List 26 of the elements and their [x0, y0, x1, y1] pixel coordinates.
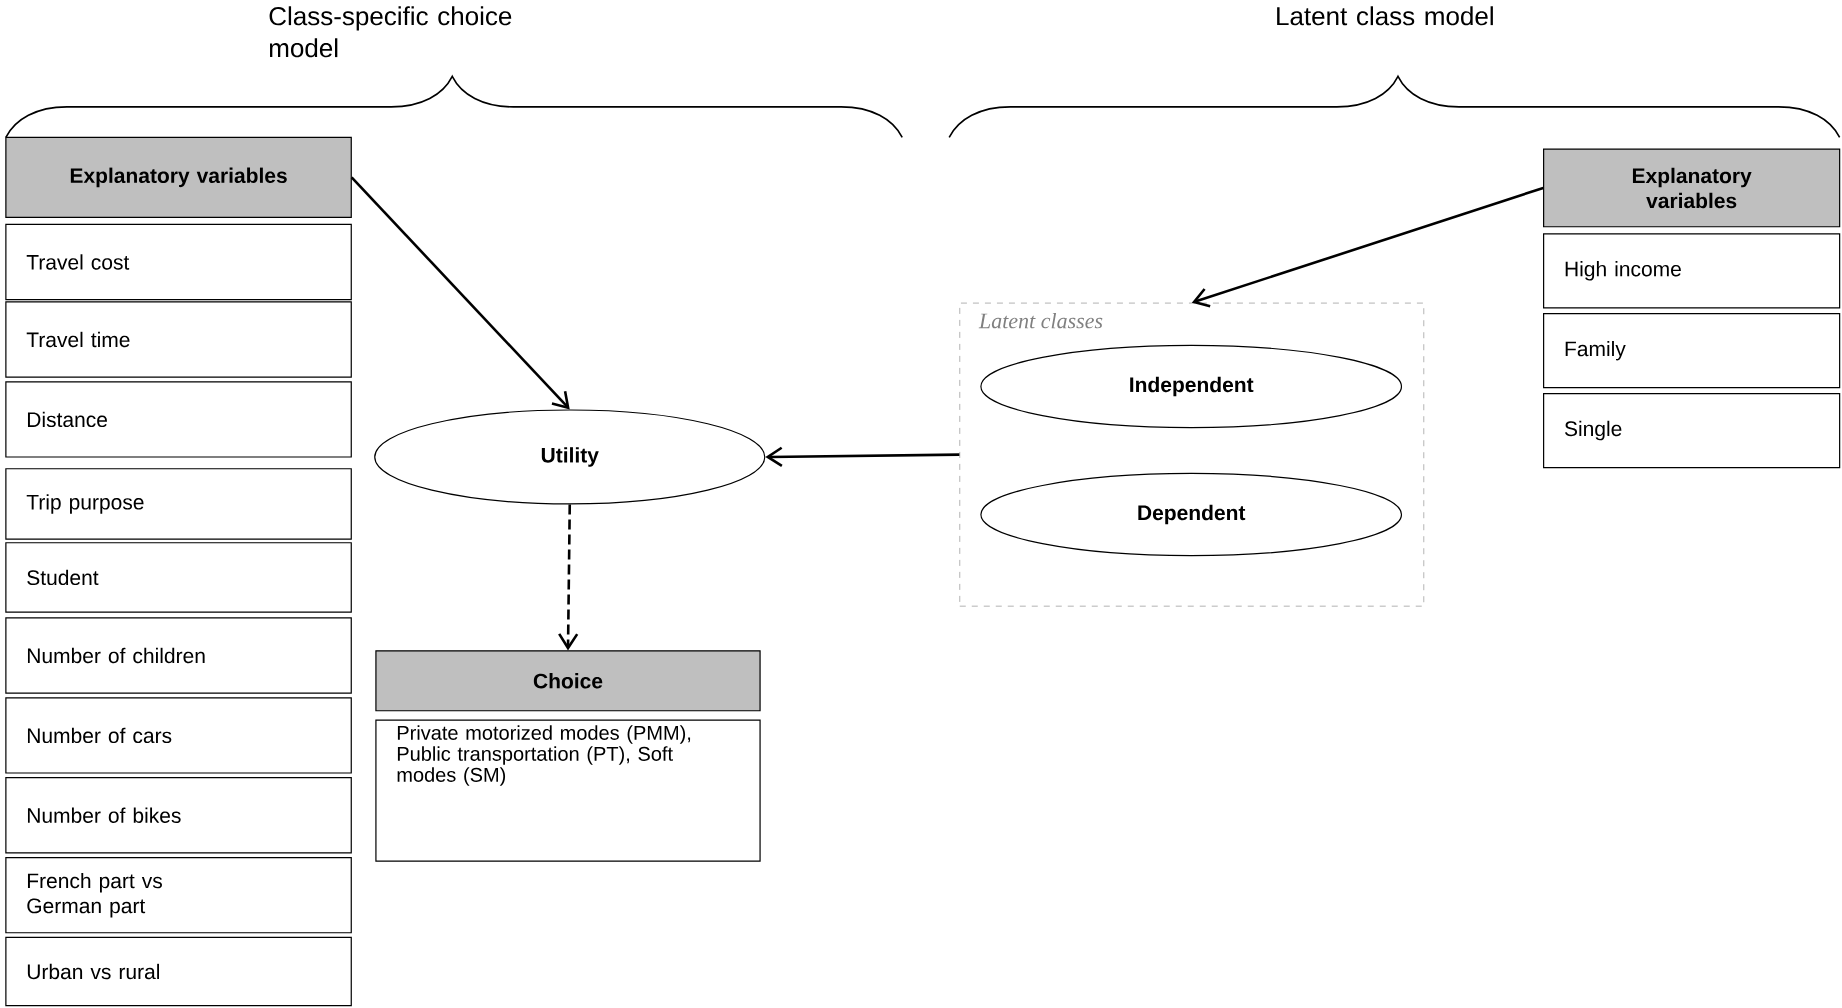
variable-box: Distance — [5, 381, 352, 458]
header-box: Choice — [375, 650, 761, 712]
ellipse-node: Independent — [980, 344, 1403, 429]
text-box: Private motorized modes (PMM), Public transportation (PT), Soft modes (SM) — [375, 719, 761, 862]
variable-box: High income — [1543, 233, 1841, 309]
brace-label: Latent class model — [1277, 6, 1493, 26]
arrow — [765, 446, 960, 467]
ellipse-node: Dependent — [980, 472, 1403, 557]
variable-box: Number of bikes — [5, 777, 352, 854]
brace-label: Class-specific choice model — [269, 6, 512, 58]
variable-box: Family — [1543, 313, 1841, 389]
variable-box: Trip purpose — [5, 468, 352, 540]
arrow — [1191, 186, 1544, 308]
variable-box: Urban vs rural — [5, 936, 352, 1007]
variable-box: French part vs German part — [5, 857, 352, 934]
variable-box: Single — [1543, 392, 1841, 469]
variable-box: Number of cars — [5, 697, 352, 774]
variable-box: Travel cost — [5, 223, 352, 301]
variable-box: Number of children — [5, 617, 352, 694]
arrow — [558, 504, 579, 651]
arrow — [350, 176, 570, 410]
ellipse-node: Utility — [374, 409, 766, 505]
variable-box: Travel time — [5, 301, 352, 378]
header-box: Explanatory variables — [1543, 148, 1841, 228]
variable-box: Student — [5, 542, 352, 613]
header-box: Explanatory variables — [5, 136, 352, 218]
